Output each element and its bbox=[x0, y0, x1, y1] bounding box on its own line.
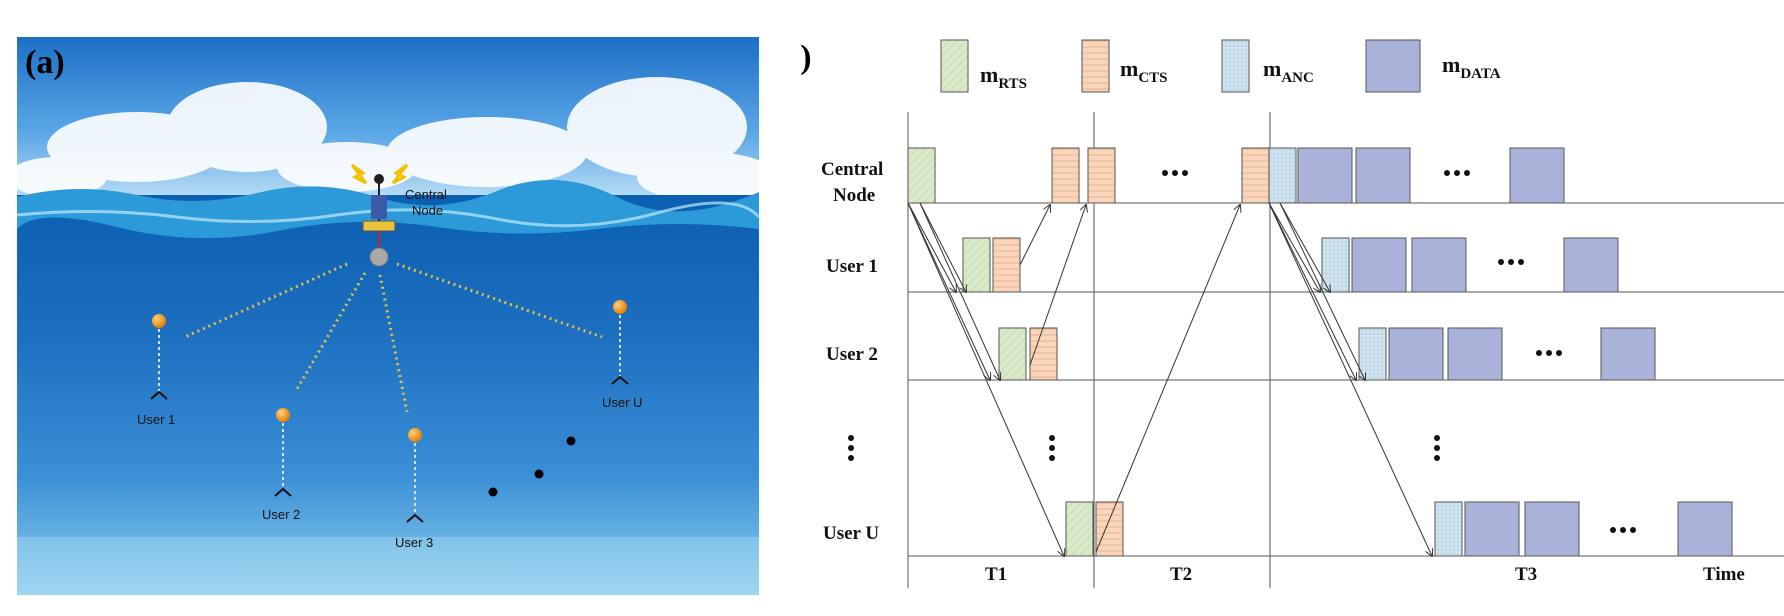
central-data-packet bbox=[1355, 147, 1411, 204]
legend: mRTS mCTS mANC mDATA bbox=[940, 39, 1501, 93]
legend-label-anc: mANC bbox=[1263, 56, 1314, 86]
row-label-central-2: Node bbox=[833, 185, 875, 206]
central-data-packet bbox=[1297, 147, 1353, 204]
legend-swatch-data bbox=[1365, 39, 1421, 93]
user1-cts-packet bbox=[992, 237, 1021, 293]
user1-data-packet bbox=[1351, 237, 1407, 293]
central-node-label-line1: Central bbox=[405, 187, 447, 202]
user-node-icon bbox=[150, 314, 168, 400]
central-cts-packet bbox=[1241, 147, 1270, 204]
user2-rts-packet bbox=[998, 327, 1027, 381]
user1-data-packet bbox=[1411, 237, 1467, 293]
userU-ellipsis bbox=[1610, 527, 1636, 533]
userU-cts-packet bbox=[1095, 501, 1124, 557]
phase-label-t1: T1 bbox=[985, 564, 1007, 585]
userU-rts-packet bbox=[1065, 501, 1094, 557]
central-node-label-line2: Node bbox=[412, 203, 443, 218]
user2-anc-packet bbox=[1358, 327, 1387, 381]
legend-label-data: mDATA bbox=[1442, 52, 1501, 82]
underwater-network-illustration: Central Node User bbox=[17, 37, 759, 595]
row-label-user2: User 2 bbox=[826, 344, 878, 365]
phase-label-t2: T2 bbox=[1170, 564, 1192, 585]
user-node-icon bbox=[611, 300, 629, 385]
acoustic-links bbox=[184, 262, 603, 413]
user-label: User 2 bbox=[262, 507, 300, 522]
userU-anc-packet bbox=[1434, 501, 1463, 557]
user-label: User 3 bbox=[395, 535, 433, 550]
userU-data-packet bbox=[1524, 501, 1580, 557]
row-label-user1: User 1 bbox=[826, 256, 878, 277]
central-rts-packet bbox=[907, 147, 936, 204]
user2-data-packet bbox=[1388, 327, 1444, 381]
central-ellipsis bbox=[1162, 170, 1470, 176]
user2-data-packet bbox=[1600, 327, 1656, 381]
user1-anc-packet bbox=[1321, 237, 1350, 293]
propagation-arrows bbox=[907, 202, 1432, 556]
panel-a-label: (a) bbox=[25, 44, 65, 81]
userU-data-packet bbox=[1464, 501, 1520, 557]
row-label-central-1: Central bbox=[821, 159, 883, 180]
central-cts-packet bbox=[1087, 147, 1116, 204]
userU-data-packet bbox=[1677, 501, 1733, 557]
user-label: User 1 bbox=[137, 412, 175, 427]
legend-label-rts: mRTS bbox=[980, 62, 1027, 92]
legend-label-cts: mCTS bbox=[1120, 56, 1168, 86]
user-label: User U bbox=[602, 395, 642, 410]
user2-ellipsis bbox=[1536, 350, 1562, 356]
legend-swatch-cts bbox=[1081, 39, 1110, 93]
user1-data-packet bbox=[1563, 237, 1619, 293]
legend-swatch-rts bbox=[940, 39, 969, 93]
panel-b-label: (b) bbox=[800, 39, 812, 76]
row-ellipsis bbox=[848, 435, 854, 461]
central-anc-packet bbox=[1268, 147, 1297, 204]
central-cts-packet bbox=[1051, 147, 1080, 204]
user1-ellipsis bbox=[1498, 259, 1524, 265]
time-axis-label: Time bbox=[1703, 564, 1745, 585]
user-node-icon bbox=[274, 408, 292, 497]
legend-swatch-anc bbox=[1221, 39, 1250, 93]
user2-cts-packet bbox=[1029, 327, 1058, 381]
user2-data-packet bbox=[1447, 327, 1503, 381]
ellipsis-dots bbox=[488, 436, 576, 497]
column-ellipsis bbox=[1049, 435, 1440, 461]
phase-label-t3: T3 bbox=[1515, 564, 1537, 585]
central-node-icon bbox=[350, 163, 409, 267]
row-label-userU: User U bbox=[823, 523, 879, 544]
user1-rts-packet bbox=[962, 237, 991, 293]
timing-diagram: (b) mRTS mCTS mANC mDATA Central Node Us… bbox=[800, 20, 1784, 616]
central-data-packet bbox=[1509, 147, 1565, 204]
user-node-icon bbox=[406, 428, 424, 523]
